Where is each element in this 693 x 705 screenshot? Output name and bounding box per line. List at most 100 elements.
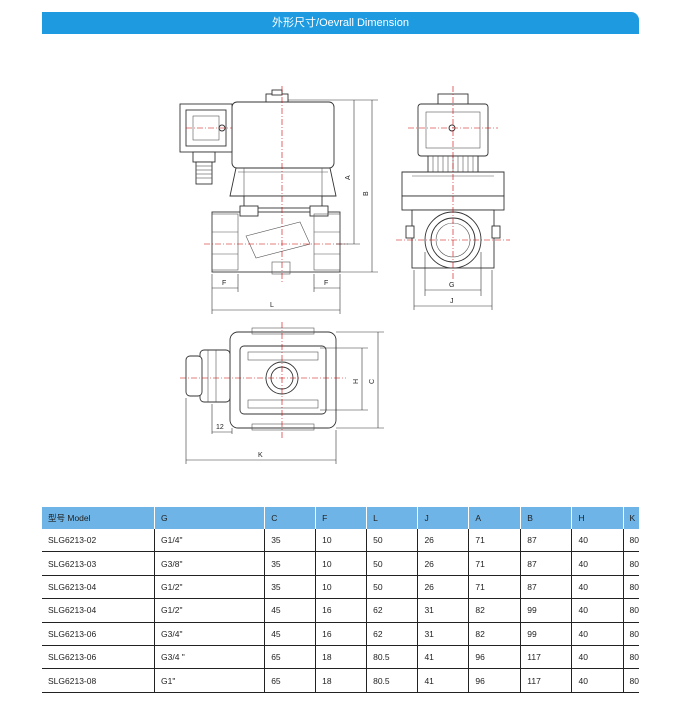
table-cell: SLG6213-03 xyxy=(42,551,156,576)
table-row: SLG6213-06 G3/4" 45 16 62 31 82 99 40 80 xyxy=(42,622,639,646)
table-cell: 40 xyxy=(571,551,624,576)
table-cell: SLG6213-08 xyxy=(42,668,156,693)
dim-twelve-label: 12 xyxy=(216,424,224,431)
table-cell: 62 xyxy=(366,622,419,646)
table-cell: 41 xyxy=(417,668,470,693)
table-cell: 26 xyxy=(417,575,470,600)
table-cell: G3/4" xyxy=(154,622,266,646)
dim-k-label: K xyxy=(258,452,263,459)
dim-b-label: B xyxy=(363,191,370,196)
table-row: SLG6213-04 G1/2" 45 16 62 31 82 99 40 80 xyxy=(42,598,639,623)
table-row: SLG6213-04 G1/2" 35 10 50 26 71 87 40 80 xyxy=(42,575,639,600)
table-cell: 82 xyxy=(468,622,522,646)
table-cell: 80 xyxy=(623,645,639,670)
table-cell: 40 xyxy=(571,575,624,600)
dim-g-label: G xyxy=(449,282,454,289)
table-cell: SLG6213-02 xyxy=(42,529,156,553)
table-cell: SLG6213-06 xyxy=(42,622,156,646)
column-header: K xyxy=(623,507,639,529)
dim-f-left-label: F xyxy=(222,280,226,287)
table-cell: 40 xyxy=(571,645,624,670)
table-cell: 117 xyxy=(520,645,573,670)
table-cell: 71 xyxy=(468,529,522,553)
table-cell: 62 xyxy=(366,598,419,623)
table-cell: 96 xyxy=(468,645,522,670)
table-cell: 31 xyxy=(417,622,470,646)
section-title: 外形尺寸/Oevrall Dimension xyxy=(272,17,409,29)
dim-f-right-label: F xyxy=(324,280,328,287)
table-cell: 45 xyxy=(264,598,317,623)
table-cell: 45 xyxy=(264,622,317,646)
table-cell: 18 xyxy=(315,668,368,693)
table-cell: 16 xyxy=(315,622,368,646)
table-cell: 10 xyxy=(315,529,368,553)
table-cell: 80.5 xyxy=(366,645,419,670)
column-header: G xyxy=(154,507,266,529)
column-header: B xyxy=(520,507,573,529)
table-cell: 26 xyxy=(417,529,470,553)
table-cell: G3/8" xyxy=(154,551,266,576)
table-cell: 71 xyxy=(468,575,522,600)
table-cell: G1/2" xyxy=(154,598,266,623)
dim-l-label: L xyxy=(270,302,274,309)
table-cell: SLG6213-04 xyxy=(42,598,156,623)
table-row: SLG6213-02 G1/4" 35 10 50 26 71 87 40 80 xyxy=(42,529,639,553)
table-cell: 40 xyxy=(571,598,624,623)
dim-c-label: C xyxy=(369,379,376,384)
table-cell: 82 xyxy=(468,598,522,623)
table-row: SLG6213-03 G3/8" 35 10 50 26 71 87 40 80 xyxy=(42,551,639,576)
column-header: A xyxy=(468,507,522,529)
table-cell: 80 xyxy=(623,529,639,553)
table-cell: SLG6213-04 xyxy=(42,575,156,600)
dim-a-label: A xyxy=(345,175,352,180)
dimension-drawing: F F L A B xyxy=(179,86,510,464)
table-cell: G3/4 " xyxy=(154,645,266,670)
table-cell: 80 xyxy=(623,551,639,576)
column-header: J xyxy=(417,507,470,529)
table-cell: 50 xyxy=(366,575,419,600)
table-cell: 40 xyxy=(571,529,624,553)
table-cell: 87 xyxy=(520,575,573,600)
table-cell: 80.5 xyxy=(366,668,419,693)
column-header: 型号 Model xyxy=(42,507,156,529)
table-cell: 50 xyxy=(366,551,419,576)
table-cell: SLG6213-06 xyxy=(42,645,156,670)
table-cell: 87 xyxy=(520,551,573,576)
table-cell: 65 xyxy=(264,668,317,693)
table-cell: 18 xyxy=(315,645,368,670)
table-cell: 96 xyxy=(468,668,522,693)
section-title-banner: 外形尺寸/Oevrall Dimension xyxy=(42,12,639,34)
table-cell: 35 xyxy=(264,575,317,600)
table-cell: 87 xyxy=(520,529,573,553)
table-cell: 50 xyxy=(366,529,419,553)
table-cell: 26 xyxy=(417,551,470,576)
front-view: F F L A B xyxy=(179,86,378,314)
table-cell: 99 xyxy=(520,622,573,646)
table-cell: 16 xyxy=(315,598,368,623)
column-header: C xyxy=(264,507,317,529)
table-cell: 117 xyxy=(520,668,573,693)
dim-h-label: H xyxy=(353,379,360,384)
column-header: H xyxy=(571,507,624,529)
table-cell: 10 xyxy=(315,551,368,576)
table-header-row: 型号 Model G C F L J A B H K xyxy=(42,507,639,529)
table-cell: G1/2" xyxy=(154,575,266,600)
table-cell: 40 xyxy=(571,622,624,646)
table-cell: 35 xyxy=(264,551,317,576)
table-row: SLG6213-06 G3/4 " 65 18 80.5 41 96 117 4… xyxy=(42,645,639,670)
table-cell: 41 xyxy=(417,645,470,670)
table-cell: G1" xyxy=(154,668,266,693)
table-cell: 40 xyxy=(571,668,624,693)
side-view: G J xyxy=(396,86,510,310)
column-header: L xyxy=(366,507,419,529)
table-cell: 31 xyxy=(417,598,470,623)
table-cell: 65 xyxy=(264,645,317,670)
column-header: F xyxy=(315,507,368,529)
dimension-table: 型号 Model G C F L J A B H K SLG6213-02 G1… xyxy=(42,507,639,693)
table-cell: 10 xyxy=(315,575,368,600)
table-cell: 35 xyxy=(264,529,317,553)
top-view: 12 K H C xyxy=(180,322,384,464)
table-row: SLG6213-08 G1" 65 18 80.5 41 96 117 40 8… xyxy=(42,668,639,693)
table-cell: 71 xyxy=(468,551,522,576)
table-cell: 80 xyxy=(623,598,639,623)
